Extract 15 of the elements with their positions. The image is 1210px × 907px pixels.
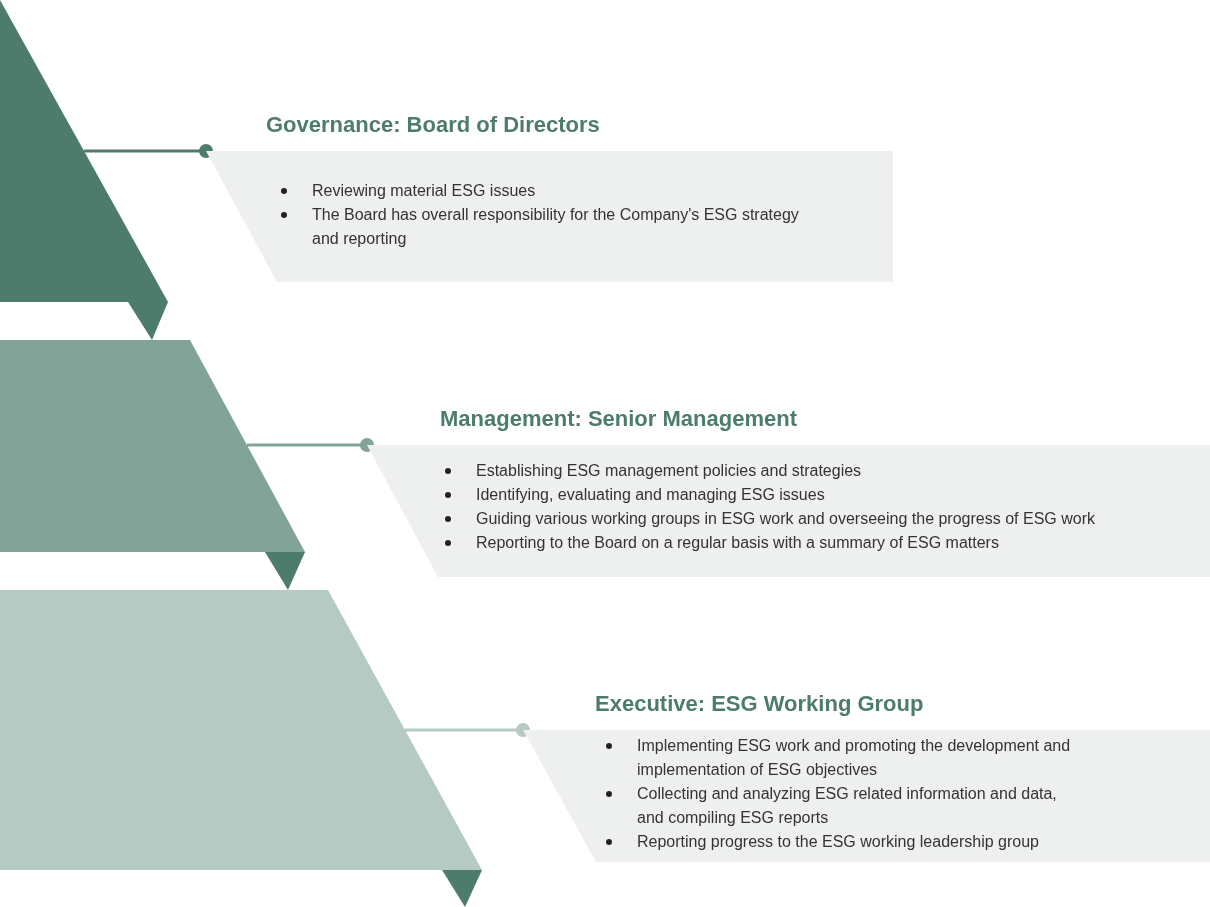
section-heading: Management: Senior Management: [440, 405, 797, 433]
bullet-item: Identifying, evaluating and managing ESG issues: [476, 485, 826, 505]
bullet-item: Reporting progress to the ESG working leadership group: [637, 832, 1040, 852]
bullet-item: Establishing ESG management policies and strategies: [476, 461, 863, 481]
section-heading: Governance: Board of Directors: [266, 111, 600, 139]
bullet-item: The Board has overall responsibility for the Company's ESG strategy and reporting: [312, 205, 800, 249]
bullet-item: Reporting to the Board on a regular basis with a summary of ESG matters: [476, 533, 1000, 553]
connector-line: [246, 438, 374, 452]
bullet-item: Reviewing material ESG issues: [312, 181, 537, 201]
section-heading: Executive: ESG Working Group: [595, 690, 924, 718]
bullet-item: Guiding various working groups in ESG work and overseeing the progress of ESG work: [476, 509, 1096, 529]
connector-line: [405, 723, 530, 737]
connector-line: [84, 144, 213, 158]
bullet-item: Collecting and analyzing ESG related information and data, and compiling ESG reports: [637, 784, 1058, 828]
bullet-item: Implementing ESG work and promoting the development and implementation of ESG objectives: [637, 736, 1072, 780]
